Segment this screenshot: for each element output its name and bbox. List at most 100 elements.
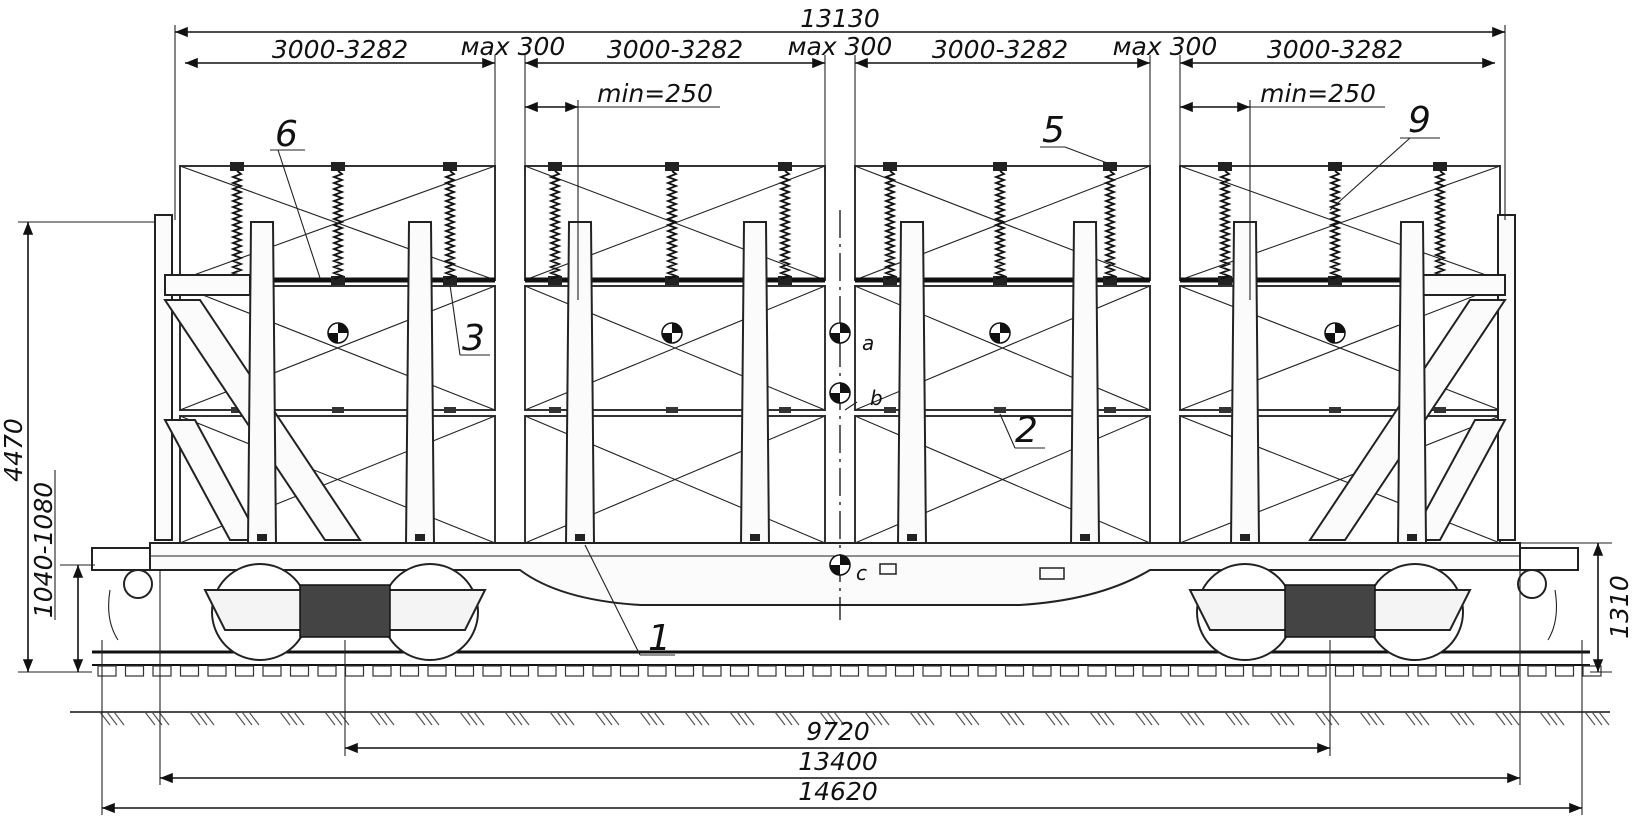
wire-anchor	[331, 162, 345, 171]
coupler-left	[91, 547, 153, 641]
dim-gap-2: мах 300	[788, 32, 893, 61]
sleeper	[289, 665, 310, 677]
stake	[1396, 221, 1428, 546]
sleeper	[509, 665, 530, 677]
spacer-mark	[779, 407, 791, 413]
stake	[246, 221, 278, 546]
cog-mark	[829, 382, 851, 404]
sleeper	[1307, 665, 1327, 677]
cog-mark	[661, 322, 683, 344]
sleeper	[564, 665, 585, 677]
callout-2: 2	[1015, 410, 1038, 451]
cog-mark	[989, 322, 1011, 344]
sleeper	[592, 665, 612, 677]
stake	[564, 221, 596, 546]
twisted-wire	[993, 170, 1007, 280]
sleeper	[1527, 665, 1547, 677]
wire-anchor	[993, 162, 1007, 171]
sleeper	[454, 665, 475, 677]
callout-1: 1	[648, 618, 671, 659]
sleeper	[537, 665, 557, 677]
sleeper	[1444, 665, 1465, 677]
callout-5: 5	[1042, 110, 1065, 151]
sleeper	[427, 665, 447, 677]
spacer-mark	[332, 407, 344, 413]
spacer-mark	[1329, 407, 1341, 413]
dim-seg-1: 3000-3282	[272, 35, 408, 64]
top-dimensions: 13130 3000-3282 мах 300 3000-3282 мах 30…	[174, 4, 1506, 300]
sleeper	[262, 665, 282, 677]
callout-6: 6	[275, 114, 298, 155]
wire-anchor	[331, 276, 345, 285]
sleeper	[702, 665, 722, 677]
sleeper	[97, 665, 117, 677]
track	[70, 650, 1610, 726]
twisted-wire	[230, 170, 244, 280]
cog-mark	[829, 322, 851, 344]
sleeper	[1004, 665, 1025, 677]
wire-anchor	[1103, 276, 1117, 285]
left-dimensions: 4470 1040-1080	[0, 221, 155, 673]
bogies	[203, 563, 1472, 661]
stake	[1229, 221, 1261, 546]
wire-anchor	[548, 162, 562, 171]
dim-seg-2: 3000-3282	[607, 35, 743, 64]
sleeper	[1169, 665, 1190, 677]
dim-overall-top: 13130	[800, 4, 880, 33]
wire-anchor	[443, 276, 457, 285]
dim-height-total: 4470	[0, 418, 28, 482]
wire-anchor	[1218, 276, 1232, 285]
dim-bogie-base: 9720	[806, 717, 870, 746]
ground-hatch	[99, 711, 1610, 726]
stake	[739, 221, 771, 546]
sleeper	[1224, 665, 1245, 677]
dim-min-left: min=250	[597, 79, 713, 108]
wire-anchor	[548, 276, 562, 285]
cog-mark	[829, 554, 851, 576]
wire-anchor	[443, 162, 457, 171]
sleeper	[372, 665, 392, 677]
sleeper	[1197, 665, 1217, 677]
coupler-right	[1517, 547, 1579, 641]
sleeper	[399, 665, 420, 677]
wire-anchor	[883, 276, 897, 285]
sleeper	[207, 665, 227, 677]
sleeper	[784, 665, 805, 677]
spacer-mark	[666, 407, 678, 413]
wire-anchor	[665, 162, 679, 171]
sleeper	[1499, 665, 1520, 677]
twisted-wire	[883, 170, 897, 280]
point-a-label: a	[862, 331, 874, 355]
spacer-mark	[1219, 407, 1231, 413]
twisted-wire	[778, 170, 792, 280]
dim-gap-3: мах 300	[1113, 32, 1218, 61]
dim-coupler-height: 1040-1080	[29, 482, 58, 618]
sleeper	[234, 665, 255, 677]
stake	[1069, 221, 1101, 546]
callouts: 1 2 3 5 6 9	[270, 100, 1440, 659]
wire-anchor	[665, 276, 679, 285]
wire-anchor	[1433, 162, 1447, 171]
spacer-mark	[1104, 407, 1116, 413]
dim-seg-4: 3000-3282	[1267, 35, 1403, 64]
spacer-mark	[1434, 407, 1446, 413]
dim-car-length: 13400	[798, 747, 878, 776]
twisted-wire	[1328, 170, 1342, 280]
spacer-mark	[994, 407, 1006, 413]
sleeper	[1279, 665, 1300, 677]
wire-anchor	[1218, 162, 1232, 171]
sleeper	[1472, 665, 1492, 677]
sleeper	[1114, 665, 1135, 677]
spring-set	[299, 584, 391, 638]
sleeper	[839, 665, 860, 677]
sleeper	[729, 665, 750, 677]
wire-anchor	[230, 162, 244, 171]
wire-anchor	[1328, 162, 1342, 171]
twisted-wire	[665, 170, 679, 280]
sleeper	[922, 665, 942, 677]
sleeper	[482, 665, 502, 677]
sleepers	[97, 665, 1602, 677]
sleeper	[1087, 665, 1107, 677]
bogie	[203, 563, 487, 661]
sleeper	[1252, 665, 1272, 677]
